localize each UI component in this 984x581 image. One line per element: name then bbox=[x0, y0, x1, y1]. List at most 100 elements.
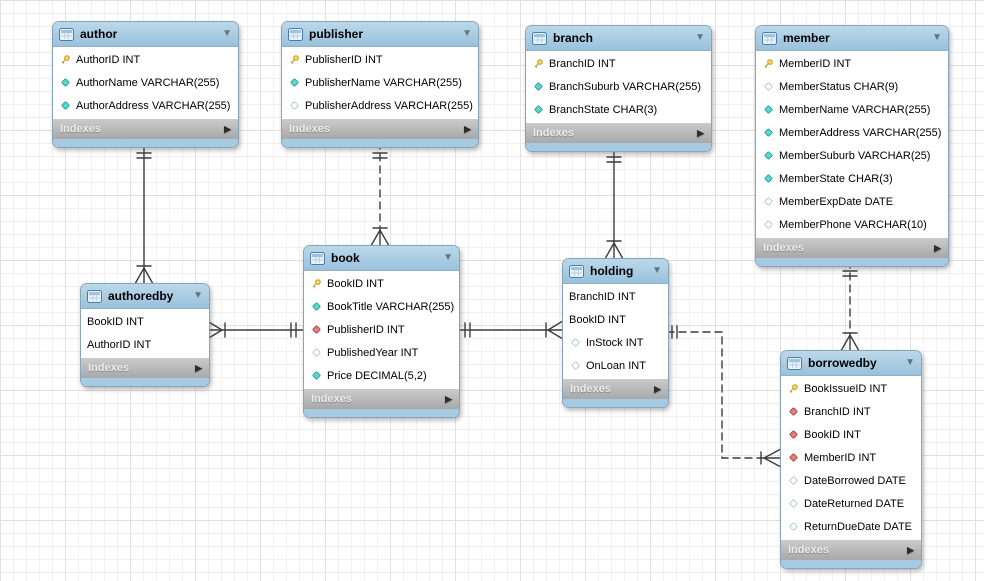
notnull-attribute-icon bbox=[59, 100, 71, 112]
column-row[interactable]: InStock INT bbox=[563, 331, 668, 354]
relationship-book-authoredby[interactable] bbox=[207, 320, 304, 340]
indexes-bar[interactable]: Indexes ▶ bbox=[282, 119, 478, 139]
collapse-caret-icon[interactable]: ▼ bbox=[443, 252, 453, 263]
column-row[interactable]: PublishedYear INT bbox=[304, 341, 459, 364]
indexes-bar[interactable]: Indexes ▶ bbox=[563, 379, 668, 399]
column-row[interactable]: AuthorID INT bbox=[81, 333, 209, 356]
column-row[interactable]: BookIssueID INT bbox=[781, 377, 921, 400]
indexes-bar[interactable]: Indexes ▶ bbox=[756, 238, 948, 258]
indexes-bar[interactable]: Indexes ▶ bbox=[81, 358, 209, 378]
column-row[interactable]: MemberID INT bbox=[781, 446, 921, 469]
column-row[interactable]: MemberExpDate DATE bbox=[756, 190, 948, 213]
collapse-caret-icon[interactable]: ▼ bbox=[222, 28, 232, 39]
column-row[interactable]: BranchSuburb VARCHAR(255) bbox=[526, 75, 711, 98]
table-header[interactable]: book ▼ bbox=[304, 246, 459, 271]
column-row[interactable]: Price DECIMAL(5,2) bbox=[304, 364, 459, 387]
collapse-caret-icon[interactable]: ▼ bbox=[652, 265, 662, 276]
column-row[interactable]: ReturnDueDate DATE bbox=[781, 515, 921, 538]
primary-key-icon bbox=[532, 58, 544, 70]
column-row[interactable]: BookID INT bbox=[781, 423, 921, 446]
relationship-publisher-book[interactable] bbox=[370, 141, 390, 246]
table-header[interactable]: member ▼ bbox=[756, 26, 948, 51]
expand-arrow-icon[interactable]: ▶ bbox=[654, 383, 661, 394]
table-header[interactable]: branch ▼ bbox=[526, 26, 711, 51]
notnull-attribute-icon bbox=[532, 81, 544, 93]
column-row[interactable]: DateBorrowed DATE bbox=[781, 469, 921, 492]
column-row[interactable]: AuthorAddress VARCHAR(255) bbox=[53, 94, 238, 117]
notnull-attribute-icon bbox=[762, 150, 774, 162]
column-row[interactable]: AuthorName VARCHAR(255) bbox=[53, 71, 238, 94]
expand-arrow-icon[interactable]: ▶ bbox=[697, 127, 704, 138]
collapse-caret-icon[interactable]: ▼ bbox=[932, 32, 942, 43]
column-row[interactable]: BranchID INT bbox=[526, 52, 711, 75]
indexes-bar[interactable]: Indexes ▶ bbox=[53, 119, 238, 139]
column-row[interactable]: MemberName VARCHAR(255) bbox=[756, 98, 948, 121]
column-row[interactable]: MemberStatus CHAR(9) bbox=[756, 75, 948, 98]
column-row[interactable]: MemberAddress VARCHAR(255) bbox=[756, 121, 948, 144]
table-header[interactable]: holding ▼ bbox=[563, 259, 668, 284]
relationship-member-borrowedby[interactable] bbox=[840, 260, 860, 351]
collapse-caret-icon[interactable]: ▼ bbox=[905, 357, 915, 368]
column-row[interactable]: BookTitle VARCHAR(255) bbox=[304, 295, 459, 318]
column-row[interactable]: PublisherID INT bbox=[282, 48, 478, 71]
relationship-book-holding[interactable] bbox=[457, 320, 563, 340]
column-row[interactable]: DateReturned DATE bbox=[781, 492, 921, 515]
table-header[interactable]: authoredby ▼ bbox=[81, 284, 209, 309]
column-row[interactable]: MemberPhone VARCHAR(10) bbox=[756, 213, 948, 236]
column-label: MemberExpDate DATE bbox=[779, 195, 894, 208]
indexes-bar[interactable]: Indexes ▶ bbox=[304, 389, 459, 409]
expand-arrow-icon[interactable]: ▶ bbox=[224, 123, 231, 134]
collapse-caret-icon[interactable]: ▼ bbox=[193, 290, 203, 301]
column-row[interactable]: MemberID INT bbox=[756, 52, 948, 75]
column-row[interactable]: AuthorID INT bbox=[53, 48, 238, 71]
column-row[interactable]: OnLoan INT bbox=[563, 354, 668, 377]
notnull-attribute-icon bbox=[288, 77, 300, 89]
expand-arrow-icon[interactable]: ▶ bbox=[934, 242, 941, 253]
column-label: PublishedYear INT bbox=[327, 346, 419, 359]
column-label: InStock INT bbox=[586, 336, 644, 349]
expand-arrow-icon[interactable]: ▶ bbox=[445, 393, 452, 404]
table-header[interactable]: author ▼ bbox=[53, 22, 238, 47]
column-label: MemberState CHAR(3) bbox=[779, 172, 893, 185]
relationship-holding-borrowedby[interactable] bbox=[666, 325, 781, 468]
nullable-attribute-icon bbox=[787, 498, 799, 510]
indexes-bar[interactable]: Indexes ▶ bbox=[781, 540, 921, 560]
table-header[interactable]: borrowedby ▼ bbox=[781, 351, 921, 376]
collapse-caret-icon[interactable]: ▼ bbox=[695, 32, 705, 43]
column-row[interactable]: PublisherAddress VARCHAR(255) bbox=[282, 94, 478, 117]
column-row[interactable]: BookID INT bbox=[81, 310, 209, 333]
expand-arrow-icon[interactable]: ▶ bbox=[464, 123, 471, 134]
column-label: BranchState CHAR(3) bbox=[549, 103, 658, 116]
column-row[interactable]: BranchState CHAR(3) bbox=[526, 98, 711, 121]
column-row[interactable]: BookID INT bbox=[304, 272, 459, 295]
expand-arrow-icon[interactable]: ▶ bbox=[907, 544, 914, 555]
relationship-author-authoredby[interactable] bbox=[134, 141, 154, 284]
relationship-branch-holding[interactable] bbox=[604, 145, 624, 259]
column-row[interactable]: BranchID INT bbox=[781, 400, 921, 423]
table-icon bbox=[787, 356, 802, 370]
expand-arrow-icon[interactable]: ▶ bbox=[195, 362, 202, 373]
table-footer-strip bbox=[756, 258, 948, 266]
indexes-bar[interactable]: Indexes ▶ bbox=[526, 123, 711, 143]
table-title: book bbox=[331, 251, 360, 265]
indexes-label: Indexes bbox=[289, 123, 330, 135]
table-header[interactable]: publisher ▼ bbox=[282, 22, 478, 47]
column-row[interactable]: MemberState CHAR(3) bbox=[756, 167, 948, 190]
column-row[interactable]: PublisherName VARCHAR(255) bbox=[282, 71, 478, 94]
column-row[interactable]: BookID INT bbox=[563, 308, 668, 331]
column-row[interactable]: PublisherID INT bbox=[304, 318, 459, 341]
column-row[interactable]: BranchID INT bbox=[563, 285, 668, 308]
collapse-caret-icon[interactable]: ▼ bbox=[462, 28, 472, 39]
column-row[interactable]: MemberSuburb VARCHAR(25) bbox=[756, 144, 948, 167]
